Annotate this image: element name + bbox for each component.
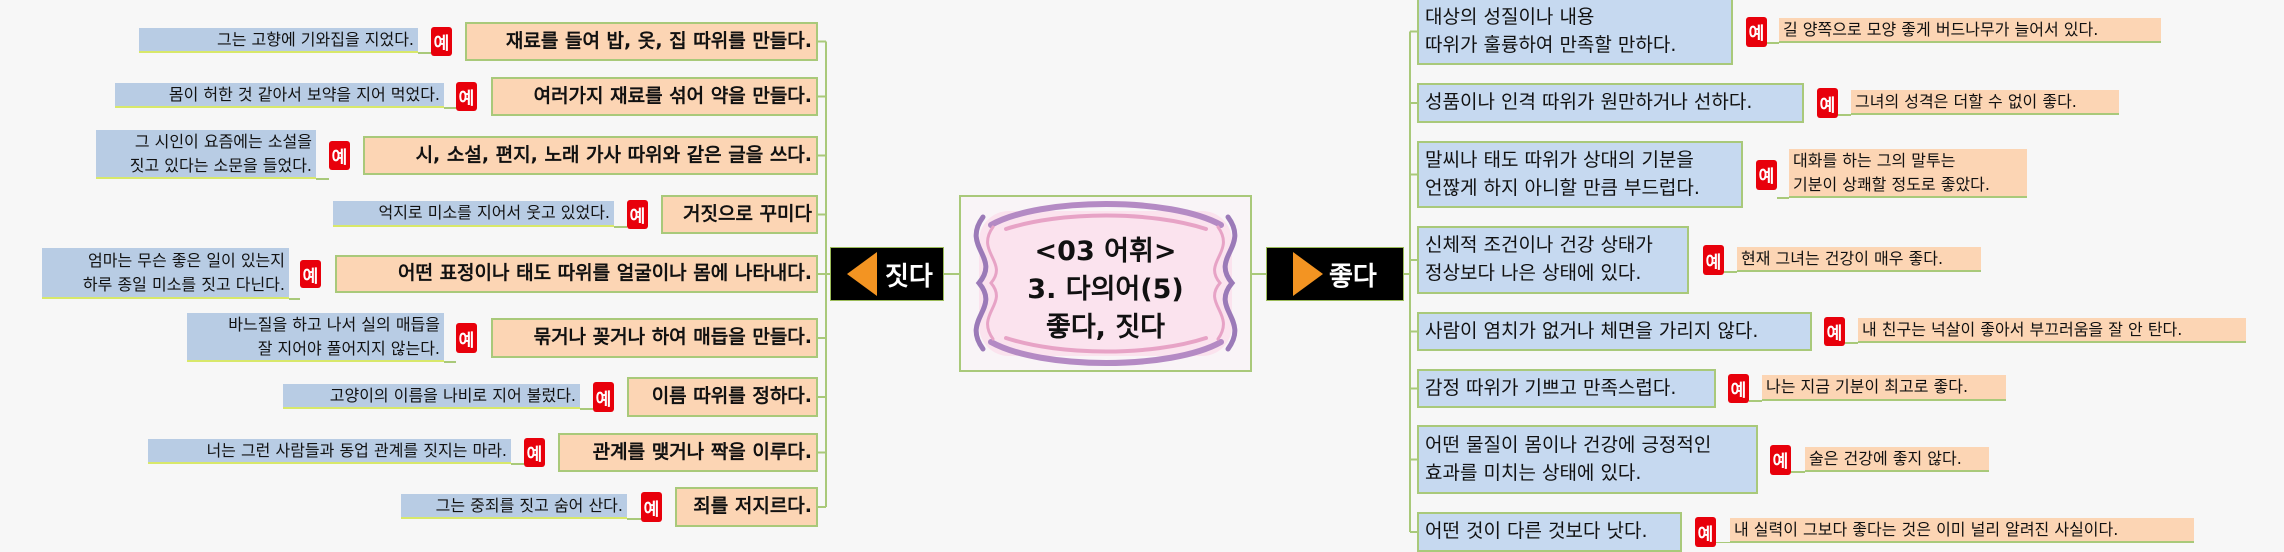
central-topic-line1: <03 어휘>: [1034, 236, 1177, 267]
example-node[interactable]: 그는 고향에 기와집을 지었다.: [139, 28, 418, 53]
example-badge-icon: 예: [1703, 245, 1724, 275]
ornamental-frame: [973, 201, 1238, 366]
example-badge-icon: 예: [329, 141, 350, 170]
example-node[interactable]: 길 양쪽으로 모양 좋게 버드나무가 늘어서 있다.: [1779, 18, 2161, 43]
example-node[interactable]: 그 시인이 요즘에는 소설을 짓고 있다는 소문을 들었다.: [96, 130, 316, 179]
example-badge-icon: 예: [1695, 517, 1716, 547]
definition-node[interactable]: 죄를 저지르다.: [675, 487, 818, 527]
definition-node[interactable]: 어떤 것이 다른 것보다 낫다.: [1417, 512, 1682, 552]
example-badge-icon: 예: [1728, 374, 1749, 403]
definition-node[interactable]: 감정 따위가 기쁘고 만족스럽다.: [1417, 369, 1716, 408]
example-node[interactable]: 엄마는 무슨 좋은 일이 있는지 하루 종일 미소를 짓고 다닌다.: [42, 248, 289, 299]
definition-node[interactable]: 사람이 염치가 없거나 체면을 가리지 않다.: [1417, 312, 1812, 351]
example-badge-icon: 예: [456, 82, 477, 111]
definition-node[interactable]: 어떤 물질이 몸이나 건강에 긍정적인 효과를 미치는 상태에 있다.: [1417, 425, 1758, 494]
example-badge-icon: 예: [300, 260, 321, 288]
example-badge-icon: 예: [1756, 159, 1777, 190]
example-node[interactable]: 현재 그녀는 건강이 매우 좋다.: [1737, 247, 1981, 272]
example-node[interactable]: 그는 중죄를 짓고 숨어 산다.: [401, 494, 627, 519]
central-topic[interactable]: <03 어휘> 3. 다의어(5) 좋다, 짓다: [959, 195, 1252, 372]
example-badge-icon: 예: [1770, 444, 1791, 475]
central-topic-line3: 좋다, 짓다: [1045, 312, 1166, 343]
definition-node[interactable]: 이름 따위를 정하다.: [627, 377, 818, 417]
example-badge-icon: 예: [1824, 317, 1845, 346]
definition-node[interactable]: 거짓으로 꾸미다: [661, 195, 818, 234]
example-node[interactable]: 나는 지금 기분이 최고로 좋다.: [1762, 375, 2006, 401]
definition-node[interactable]: 묶거나 꽂거나 하여 매듭을 만들다.: [491, 318, 818, 358]
example-node[interactable]: 너는 그런 사람들과 동업 관계를 짓지는 마라.: [148, 439, 511, 464]
branch-jota-label: 좋다: [1329, 261, 1377, 292]
definition-node[interactable]: 재료를 들여 밥, 옷, 집 따위를 만들다.: [465, 22, 818, 61]
definition-node[interactable]: 관계를 맺거나 짝을 이루다.: [558, 433, 818, 472]
example-badge-icon: 예: [1746, 16, 1767, 47]
definition-node[interactable]: 신체적 조건이나 건강 상태가 정상보다 나은 상태에 있다.: [1417, 226, 1689, 294]
example-node[interactable]: 몸이 허한 것 같아서 보약을 지어 먹었다.: [115, 83, 444, 108]
definition-node[interactable]: 성품이나 인격 따위가 원만하거나 선하다.: [1417, 83, 1804, 123]
arrow-left-icon: [847, 252, 877, 296]
example-node[interactable]: 고양이의 이름을 나비로 지어 불렀다.: [283, 384, 580, 409]
example-node[interactable]: 대화를 하는 그의 말투는 기분이 상쾌할 정도로 좋았다.: [1789, 149, 2027, 198]
example-node[interactable]: 내 친구는 넉살이 좋아서 부끄러움을 잘 안 탄다.: [1858, 318, 2246, 343]
definition-node[interactable]: 말씨나 태도 따위가 상대의 기분을 언짢게 하지 아니할 만큼 부드럽다.: [1417, 141, 1743, 208]
example-badge-icon: 예: [627, 200, 648, 229]
example-badge-icon: 예: [641, 492, 662, 522]
example-badge-icon: 예: [1817, 88, 1838, 118]
branch-jitda-label: 짓다: [885, 261, 933, 292]
example-node[interactable]: 술은 건강에 좋지 않다.: [1805, 447, 1989, 472]
arrow-right-icon: [1293, 252, 1323, 296]
definition-node[interactable]: 대상의 성질이나 내용 따위가 훌륭하여 만족할 만하다.: [1417, 0, 1733, 65]
definition-node[interactable]: 시, 소설, 편지, 노래 가사 따위와 같은 글을 쓰다.: [363, 136, 818, 175]
definition-node[interactable]: 어떤 표정이나 태도 따위를 얼굴이나 몸에 나타내다.: [335, 255, 818, 293]
definition-node[interactable]: 여러가지 재료를 섞어 약을 만들다.: [491, 77, 818, 116]
central-topic-line2: 3. 다의어(5): [1027, 274, 1184, 305]
example-node[interactable]: 그녀의 성격은 더할 수 없이 좋다.: [1851, 90, 2119, 115]
example-node[interactable]: 바느질을 하고 나서 실의 매듭을 잘 지어야 풀어지지 않는다.: [187, 313, 444, 362]
example-badge-icon: 예: [593, 382, 614, 412]
example-node[interactable]: 내 실력이 그보다 좋다는 것은 이미 널리 알려진 사실이다.: [1730, 518, 2194, 543]
branch-jitda[interactable]: 짓다: [830, 247, 944, 301]
example-badge-icon: 예: [456, 323, 477, 353]
branch-jota[interactable]: 좋다: [1266, 247, 1404, 301]
example-badge-icon: 예: [524, 438, 545, 467]
example-node[interactable]: 억지로 미소를 지어서 웃고 있었다.: [333, 201, 614, 227]
example-badge-icon: 예: [431, 27, 452, 56]
